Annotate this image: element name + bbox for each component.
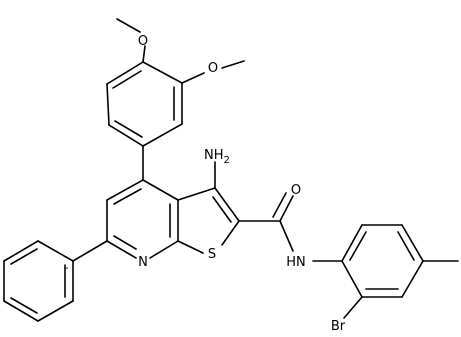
bond-bt-3 [401,224,424,262]
bond-pyr-n-c6-inner [113,235,137,250]
bond-ph-4-inner [10,297,38,314]
bond-o-meta-ring [181,72,205,84]
bond-bt-4 [401,260,424,298]
bond-pyr-n-c6 [106,240,137,259]
bond-amide-c-n [279,220,294,252]
bond-bt-1-inner [349,231,367,261]
bond-o-top-ring [142,45,146,63]
bond-thio-c3-c2-inner [212,196,232,223]
label-bromine: Br [331,319,346,334]
bond-bt-6 [341,260,363,298]
bond-methyl-o-top [116,18,141,33]
bond-ph-4 [3,300,39,322]
label-amino: NH2 [204,148,230,166]
bond-pyr-c5-c4-inner [113,188,142,205]
label-oxygen-meta: O [208,61,218,76]
bond-dmp-3 [108,124,144,147]
atom-labels: O O NH2 O HN N S Br [138,34,346,334]
bond-pyr-c4-c3a [142,179,179,201]
label-amide-nh: HN [286,255,306,270]
bond-ph-2 [3,240,39,262]
bond-thio-c3-c2 [214,187,240,222]
bond-pyridine-phenyl [72,240,108,262]
bond-dmp-6 [142,61,183,84]
bond-dmp-4 [142,123,183,147]
bond-ph-5 [37,300,74,322]
bond-ph-2-inner [10,248,38,265]
label-amino-subscript: 2 [224,155,230,166]
bond-bt-br [343,296,363,319]
label-oxygen-top: O [138,34,148,49]
label-oxygen-amide: O [291,183,301,198]
bond-thio-c2-s [221,220,240,246]
bond-dmp-2 [106,83,110,126]
bond-methyl-o-meta [221,60,245,69]
label-sulfur-ring: S [208,247,216,262]
bond-bt-3-inner [397,231,415,261]
label-nitrogen-ring: N [138,255,148,270]
bond-dmp-3-inner [114,120,143,138]
bond-thio-s-c7a [177,240,204,254]
label-amino-nh: NH [204,148,224,163]
bonds [3,18,459,322]
bond-bt-1 [341,224,363,262]
bond-amide-c-o [279,195,294,222]
bond-dmp-1-inner [112,70,142,89]
bond-pyr-c7a-n [149,240,179,259]
bond-ph-1 [37,240,74,262]
bond-thio-c3a-c3 [177,187,216,201]
bond-dmp-1 [106,61,144,85]
bond-pyr-c5-c4 [106,179,144,201]
bond-amide-c-o-inner [272,192,287,218]
